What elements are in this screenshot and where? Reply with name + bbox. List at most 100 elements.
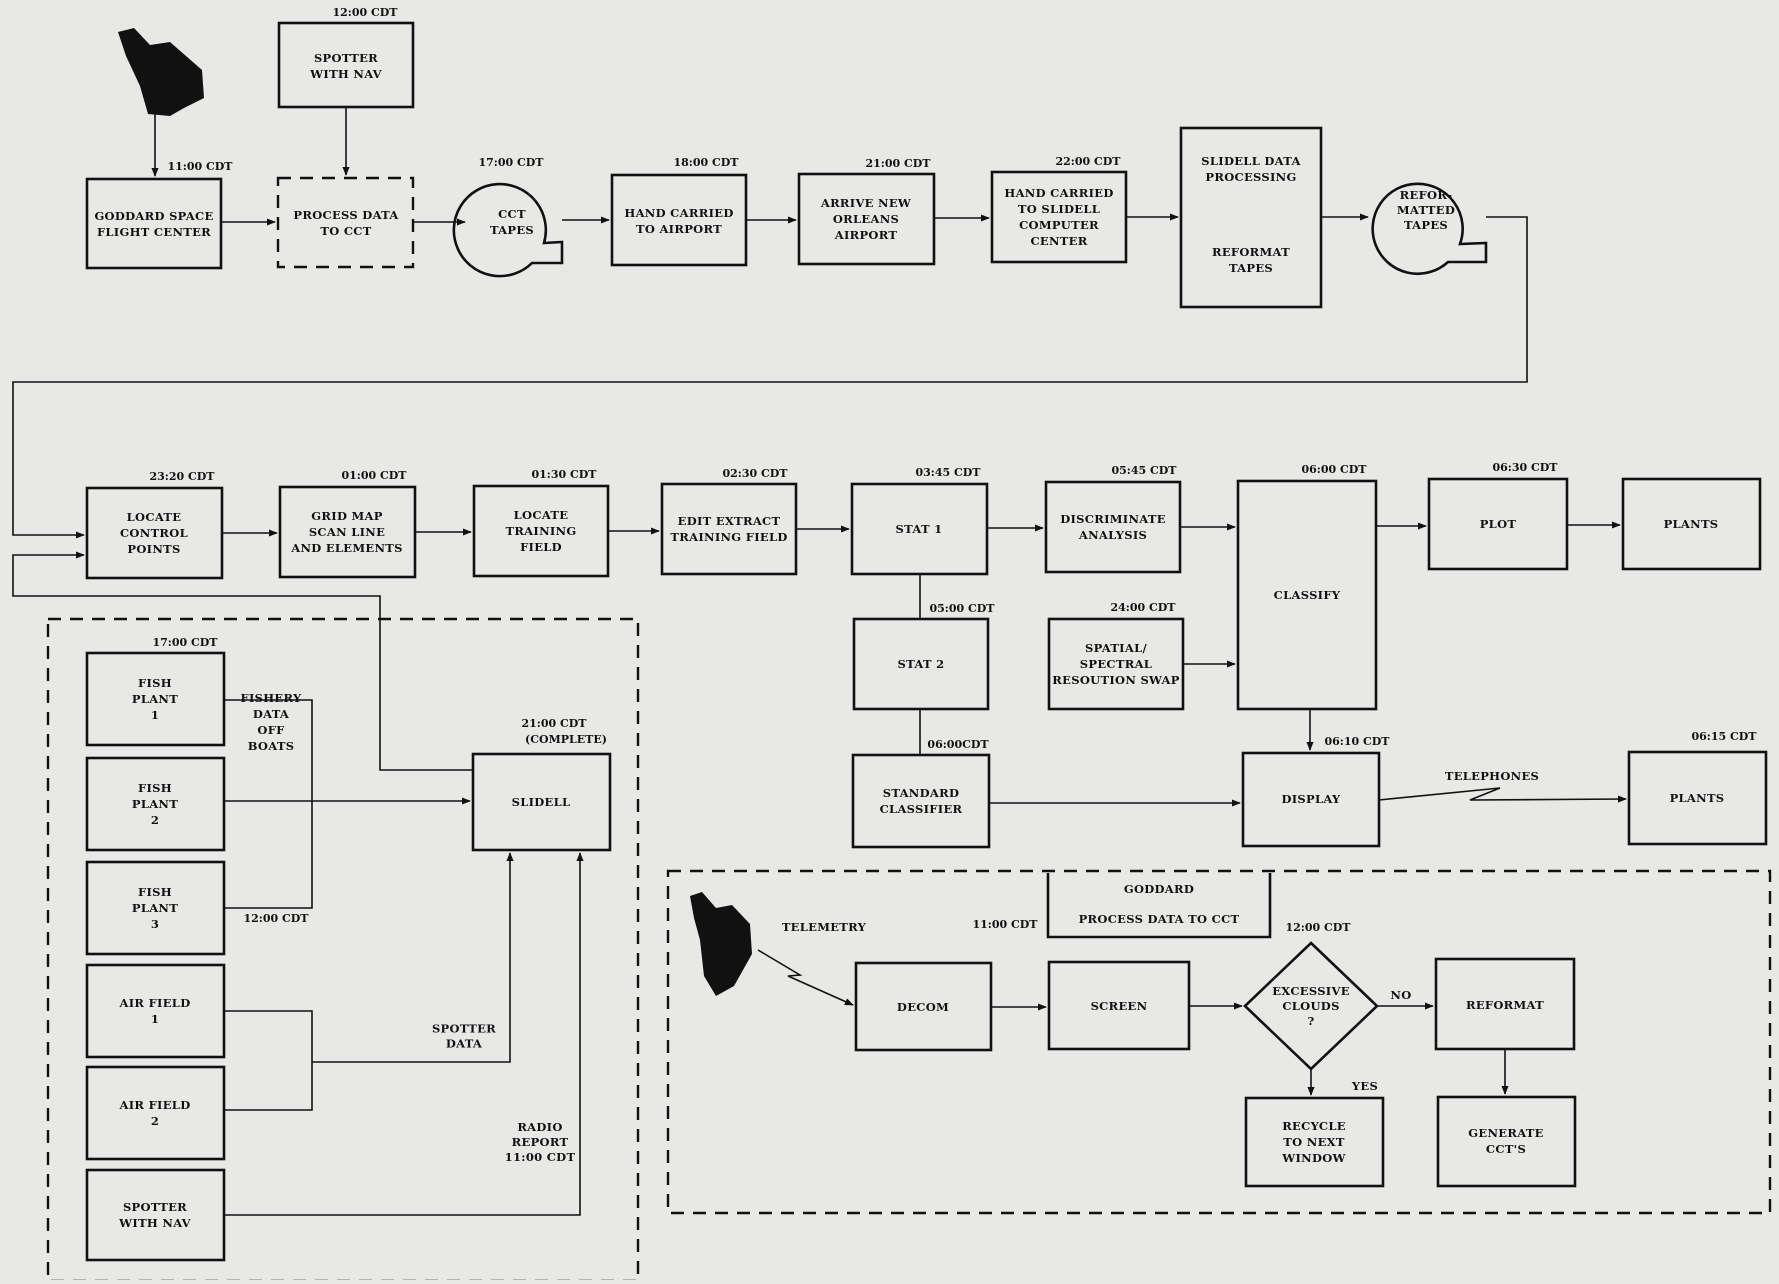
- box-plants2: [1627, 750, 1768, 846]
- time-plants2: 06:15 CDT: [1692, 730, 1758, 743]
- arrow-slidell-locate: [12, 551, 473, 771]
- box-generate: [1436, 1095, 1577, 1188]
- box-gsfc: [85, 177, 223, 270]
- time-cct: 17:00 CDT: [479, 156, 545, 169]
- box-fish2: [85, 756, 226, 852]
- label-screen: SCREEN: [1091, 999, 1148, 1013]
- box-air1: [85, 963, 226, 1059]
- time-stat1: 03:45 CDT: [916, 466, 982, 479]
- box-hand-airport: [610, 173, 748, 267]
- time-arrive: 21:00 CDT: [866, 157, 932, 170]
- time-spotter-top: 12:00 CDT: [333, 6, 399, 19]
- label-classify: CLASSIFY: [1274, 588, 1341, 602]
- telemetry-link: [757, 949, 854, 1006]
- box-classify: [1236, 479, 1378, 711]
- box-goddard-proc: [1046, 873, 1272, 939]
- time-plot: 06:30 CDT: [1493, 461, 1559, 474]
- connector-fish-bracket: [224, 699, 313, 909]
- box-process-cct: [276, 176, 415, 269]
- tape-cct: [452, 182, 564, 278]
- satellite-icon-telemetry: [690, 892, 752, 996]
- box-spotter-top: [277, 21, 415, 109]
- connector-row1-row2: [12, 216, 1528, 539]
- connector-air-bracket: [224, 1010, 313, 1111]
- time-goddard: 11:00 CDT: [973, 918, 1039, 931]
- group-goddard-processing: [666, 869, 1772, 1215]
- box-arrive: [797, 172, 936, 266]
- time-grid: 01:00 CDT: [342, 469, 408, 482]
- time-hand-airport: 18:00 CDT: [674, 156, 740, 169]
- time-edit: 02:30 CDT: [723, 467, 789, 480]
- telephone-link: [1378, 787, 1627, 803]
- time-hand-slidell: 22:00 CDT: [1056, 155, 1122, 168]
- time-locate-cp: 23:20 CDT: [150, 470, 216, 483]
- label-no: NO: [1390, 988, 1411, 1002]
- time-excessive: 12:00 CDT: [1286, 921, 1352, 934]
- time-locate-tf: 01:30 CDT: [532, 468, 598, 481]
- time-display: 06:10 CDT: [1325, 735, 1391, 748]
- box-recycle: [1244, 1096, 1385, 1188]
- label-reformat: REFORMAT: [1466, 998, 1544, 1012]
- label-stat2: STAT 2: [898, 657, 945, 671]
- time-fish-bottom: 12:00 CDT: [244, 912, 310, 925]
- tape-reformatted: [1371, 182, 1488, 276]
- label-display: DISPLAY: [1281, 792, 1341, 806]
- box-fish1: [85, 651, 226, 747]
- box-edit: [660, 482, 798, 576]
- time-classify: 06:00 CDT: [1302, 463, 1368, 476]
- label-slidell: SLIDELL: [512, 795, 571, 809]
- box-standard: [851, 753, 991, 849]
- label-plot: PLOT: [1480, 517, 1517, 531]
- time-stat2: 05:00 CDT: [930, 602, 996, 615]
- label-plants2: PLANTS: [1670, 791, 1725, 805]
- box-disc: [1044, 480, 1182, 574]
- label-yes: YES: [1351, 1079, 1378, 1093]
- time-disc: 05:45 CDT: [1112, 464, 1178, 477]
- label-stat1: STAT 1: [896, 522, 943, 536]
- box-plants1: [1621, 477, 1762, 571]
- time-slidell-2: (COMPLETE): [525, 733, 607, 746]
- box-slidell: [471, 752, 612, 852]
- time-standard: 06:00CDT: [927, 738, 989, 751]
- label-decom: DECOM: [897, 1000, 949, 1014]
- box-stat2: [852, 617, 990, 711]
- arrow-spotter-data: [312, 852, 514, 1063]
- arrow-radio-report: [224, 852, 584, 1216]
- box-air2: [85, 1065, 226, 1161]
- time-spatial: 24:00 CDT: [1111, 601, 1177, 614]
- time-fish-top: 17:00 CDT: [153, 636, 219, 649]
- box-plot: [1427, 477, 1569, 571]
- box-spotter-bottom: [85, 1168, 226, 1262]
- label-telephones: TELEPHONES: [1445, 769, 1539, 783]
- time-slidell-1: 21:00 CDT: [522, 717, 588, 730]
- time-gsfc: 11:00 CDT: [168, 160, 234, 173]
